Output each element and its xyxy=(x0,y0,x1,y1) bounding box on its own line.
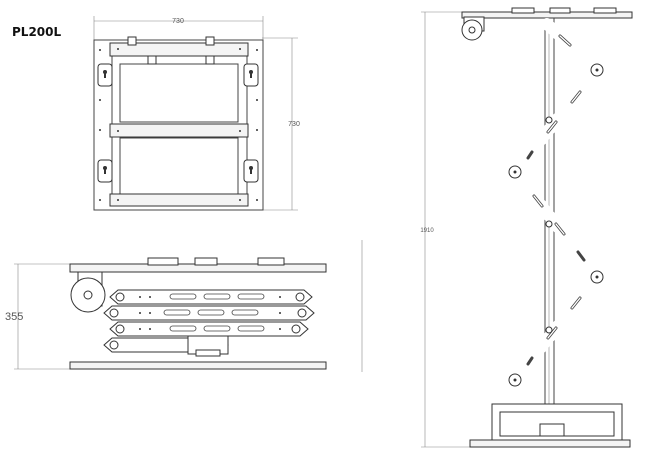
keyhole-mount-top-right xyxy=(243,63,259,87)
keyhole-mount-bottom-right xyxy=(243,159,259,183)
extended-view: 1910 xyxy=(420,7,633,448)
top-width-label: 730 xyxy=(172,18,184,25)
side-height-label: 355 xyxy=(5,311,23,323)
full-height-label: 1910 xyxy=(420,228,434,234)
top-view: 730 730 xyxy=(93,16,300,211)
collapsed-scissor-arms xyxy=(103,289,315,353)
extended-scissor-arms xyxy=(508,18,604,436)
model-title: PL200L xyxy=(12,25,62,39)
extended-pulley-wheel xyxy=(461,16,485,41)
keyhole-mount-top-left xyxy=(97,63,113,87)
keyhole-mount-bottom-left xyxy=(97,159,113,183)
pulley-wheel xyxy=(70,271,106,313)
bottom-window xyxy=(119,137,239,197)
top-depth-label: 730 xyxy=(288,121,300,128)
top-plate xyxy=(93,39,264,211)
side-bottom-plate xyxy=(69,361,327,370)
side-view: 355 xyxy=(5,240,363,372)
top-bar xyxy=(109,42,249,57)
bottom-bar xyxy=(109,193,249,207)
middle-bar xyxy=(109,123,249,138)
extended-bottom-housing xyxy=(469,403,631,448)
top-window xyxy=(119,63,239,123)
